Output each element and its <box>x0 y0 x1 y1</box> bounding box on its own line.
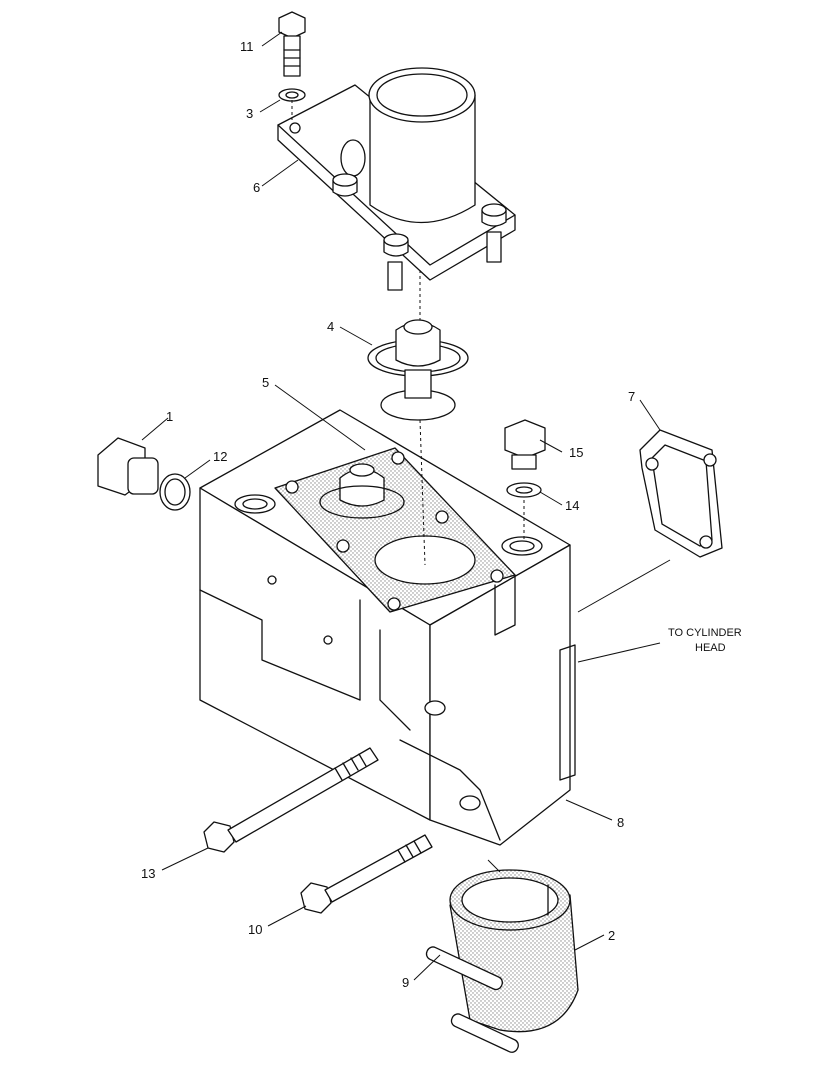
pins <box>425 946 519 1053</box>
callout-13: 13 <box>141 866 155 881</box>
callout-15: 15 <box>569 445 583 460</box>
callout-5: 5 <box>262 375 269 390</box>
thermostat <box>367 319 469 421</box>
callout-7: 7 <box>628 389 635 404</box>
assembly-lines <box>291 100 671 873</box>
callout-11: 11 <box>240 39 254 54</box>
callout-12: 12 <box>213 449 227 464</box>
callout-3: 3 <box>246 106 253 121</box>
callout-14: 14 <box>565 498 579 513</box>
cover-bolt <box>278 11 306 77</box>
leader-lines <box>141 31 661 981</box>
callout-6: 6 <box>253 180 260 195</box>
note-to-cylinder-head-line1: TO CYLINDER <box>668 627 742 639</box>
outlet-elbow <box>449 869 579 1033</box>
top-plug <box>504 419 546 470</box>
callout-10: 10 <box>248 922 262 937</box>
long-bolt-13 <box>203 747 379 853</box>
callout-8: 8 <box>617 815 624 830</box>
callout-9: 9 <box>402 975 409 990</box>
top-washer <box>506 482 542 498</box>
callout-1: 1 <box>166 409 173 424</box>
note-to-cylinder-head-line2: HEAD <box>695 642 726 654</box>
callout-labels: 11 3 6 4 5 1 12 15 14 7 TO CYLINDER HEAD… <box>141 39 742 990</box>
thermostat-cover <box>277 67 516 291</box>
plug <box>97 437 159 496</box>
o-ring <box>159 473 191 511</box>
callout-4: 4 <box>327 319 334 334</box>
long-bolt-10 <box>300 834 433 914</box>
thermostat-seated <box>319 463 405 519</box>
outlet-gasket <box>639 429 723 558</box>
callout-2: 2 <box>608 928 615 943</box>
cover-washer <box>278 88 306 102</box>
